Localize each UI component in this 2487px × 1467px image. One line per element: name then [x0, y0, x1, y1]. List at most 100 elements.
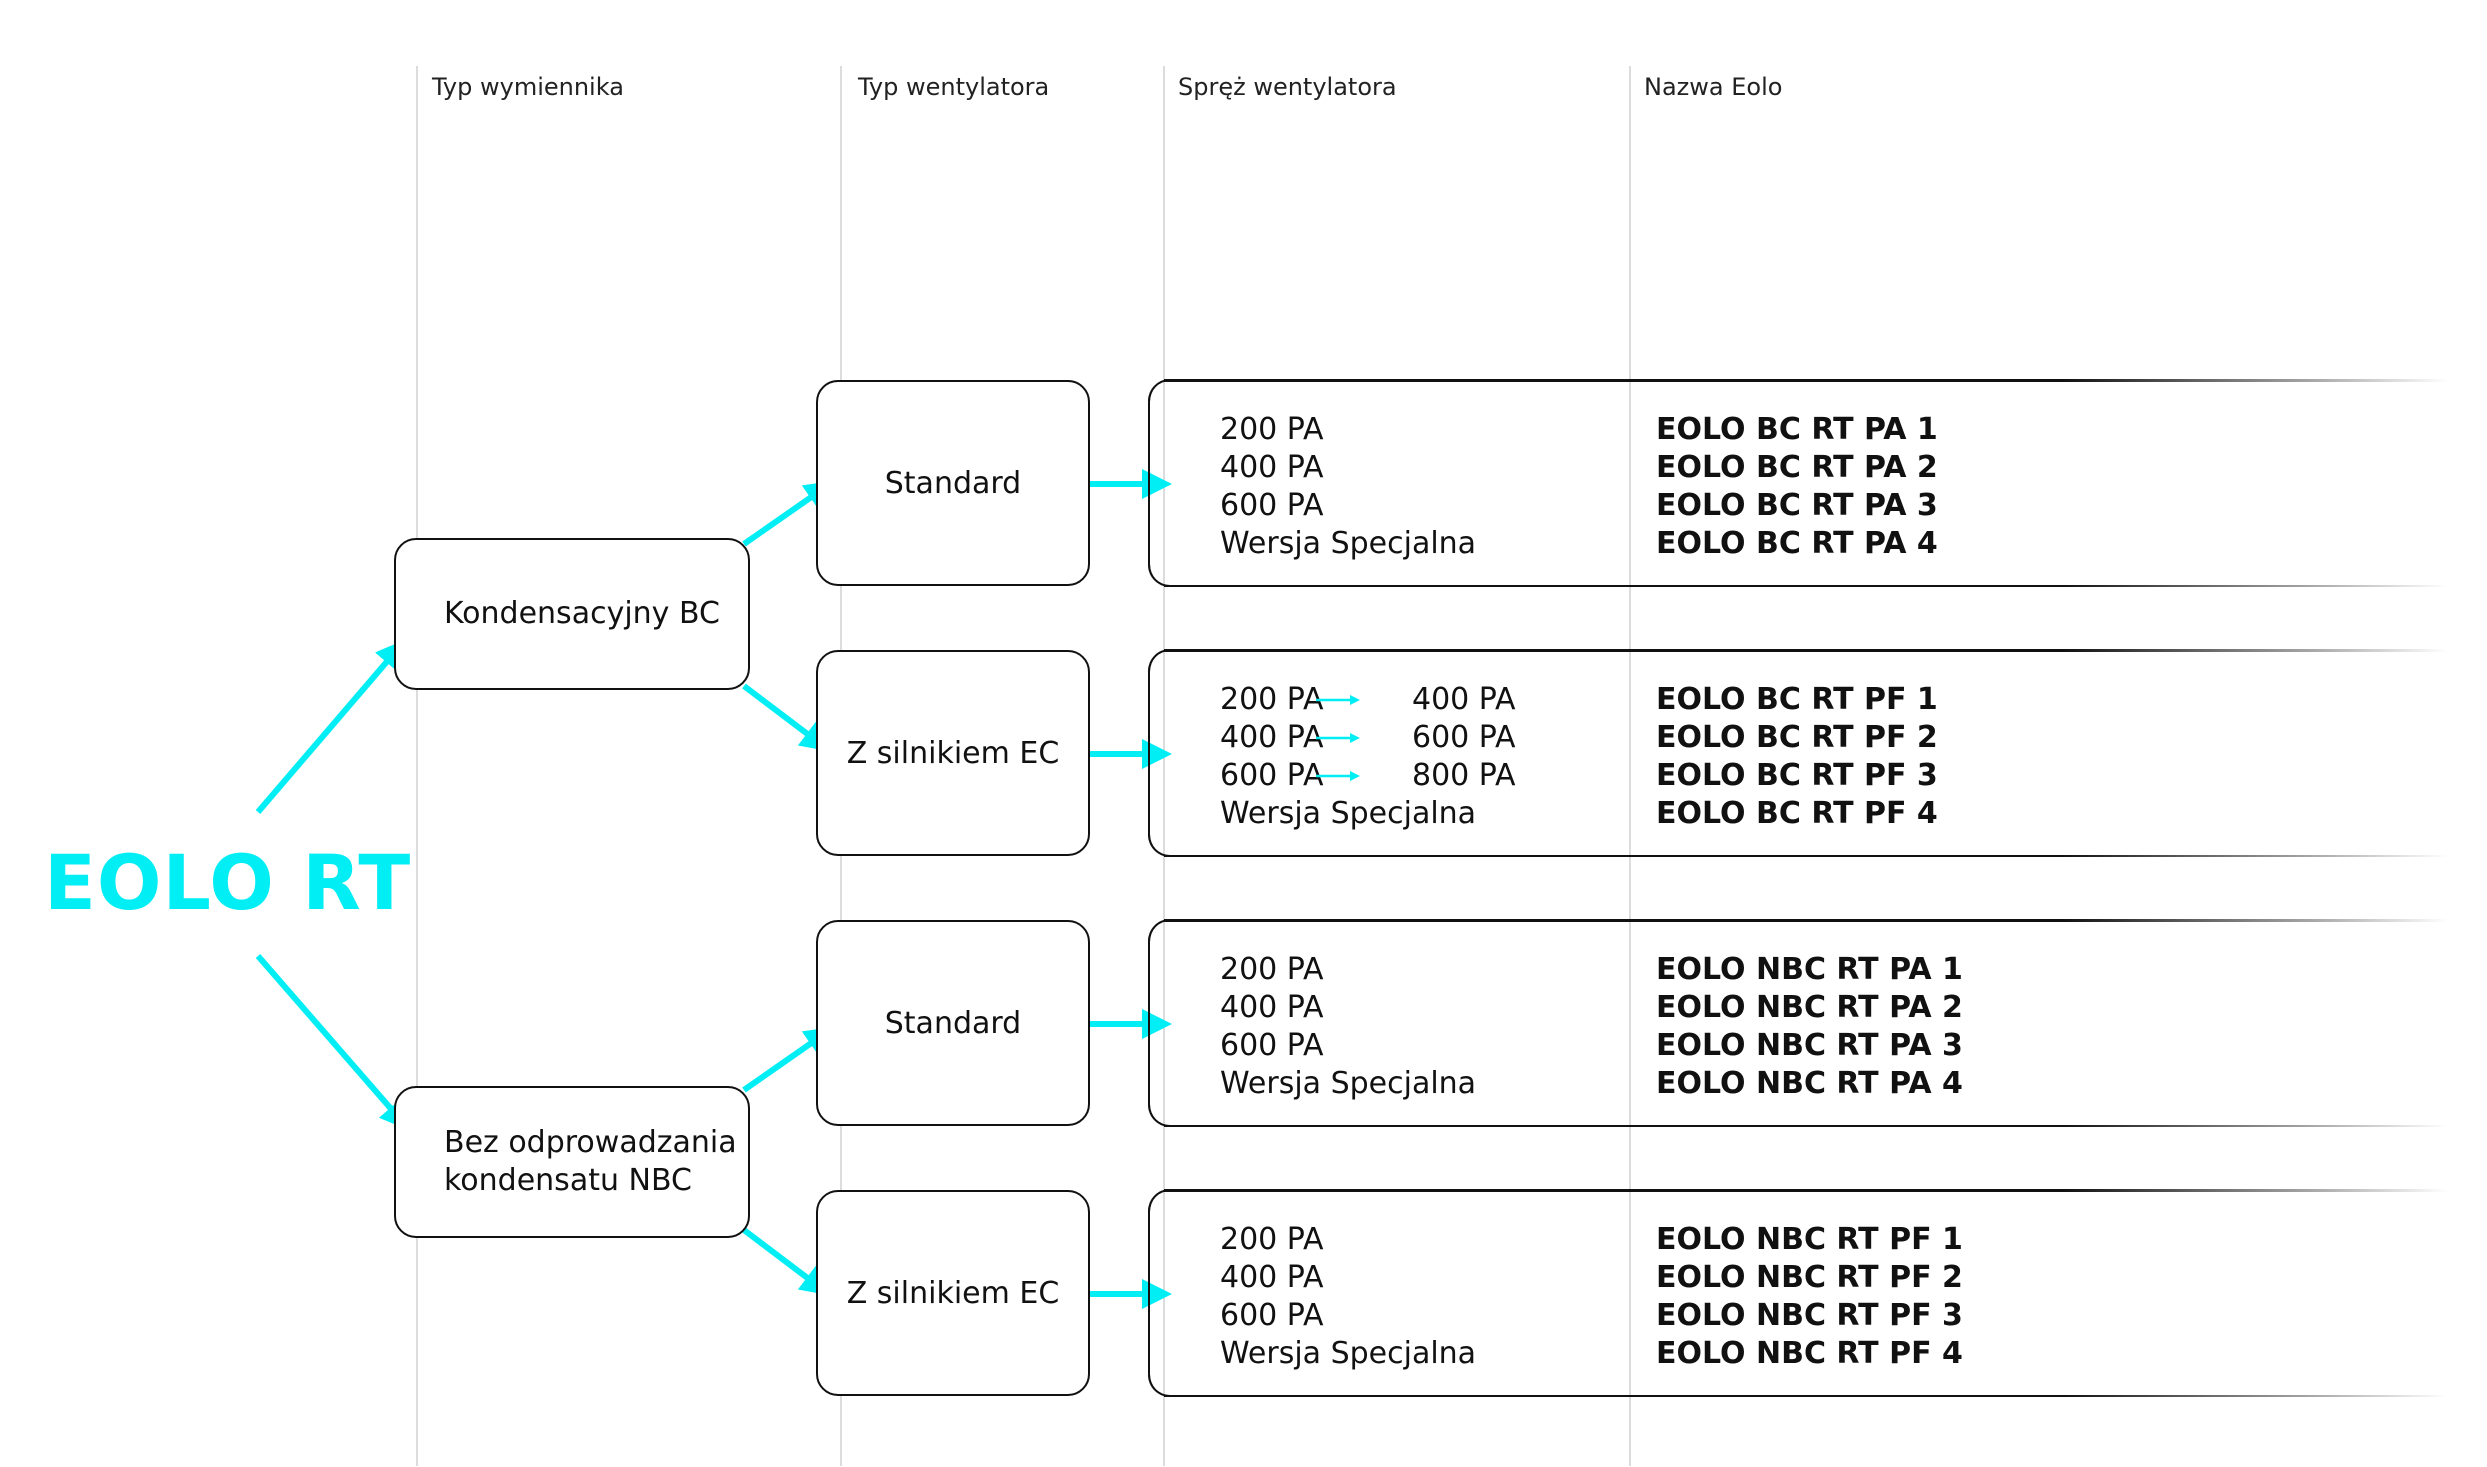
pressure-value: Wersja Specjalna [1220, 526, 1477, 561]
pressure-list: 200 PA 400 PA 400 PA 600 PA 600 PA 800 P… [1220, 681, 1516, 833]
root-title: EOLO RT [44, 838, 412, 927]
pressure-value: 400 PA [1220, 720, 1324, 755]
pressure-row: Wersja Specjalna [1220, 795, 1516, 833]
pressure-value: 600 PA [1220, 1028, 1324, 1063]
exchanger-label-line-1: Bez odprowadzania [444, 1125, 737, 1160]
model-name: EOLO BC RT PA 2 [1656, 450, 1938, 485]
pressure-to-value: 600 PA [1412, 720, 1516, 755]
model-panel-nbc-ec: 200 PA 400 PA 600 PA Wersja Specjalna EO… [1147, 1189, 2448, 1397]
model-name: EOLO NBC RT PA 4 [1656, 1066, 1963, 1101]
range-arrow-icon [1316, 681, 1412, 719]
pressure-to-value: 400 PA [1412, 682, 1516, 717]
exchanger-label: Kondensacyjny BC [444, 596, 720, 631]
model-name-list: EOLO BC RT PA 1 EOLO BC RT PA 2 EOLO BC … [1656, 411, 1938, 563]
panel-border [1164, 1189, 2448, 1192]
panel-border [1164, 854, 2448, 857]
range-arrow-icon [1316, 757, 1412, 795]
column-header-eolo-name: Nazwa Eolo [1644, 73, 1783, 101]
panel-border [1164, 919, 2448, 922]
pressure-row: 200 PA [1220, 1221, 1476, 1259]
pressure-value: Wersja Specjalna [1220, 796, 1477, 831]
pressure-row: 400 PA [1220, 449, 1476, 487]
arrow-nbc-to-standard [742, 1026, 835, 1093]
pressure-value: 400 PA [1220, 1260, 1324, 1295]
pressure-value: Wersja Specjalna [1220, 1066, 1477, 1101]
model-name: EOLO NBC RT PA 2 [1656, 990, 1963, 1025]
pressure-value: 600 PA [1220, 488, 1324, 523]
pressure-value: 200 PA [1220, 1222, 1324, 1257]
model-panel-bc-ec: 200 PA 400 PA 400 PA 600 PA 600 PA 800 P… [1147, 649, 2448, 857]
model-name-list: EOLO NBC RT PF 1 EOLO NBC RT PF 2 EOLO N… [1656, 1221, 1963, 1373]
exchanger-box-bc: Kondensacyjny BC [394, 538, 750, 690]
pressure-row: 200 PA [1220, 951, 1476, 989]
column-divider [416, 66, 418, 1466]
fan-box-standard: Standard [816, 920, 1090, 1126]
pressure-row: 400 PA [1220, 1259, 1476, 1297]
exchanger-box-nbc: Bez odprowadzania kondensatu NBC [394, 1086, 750, 1238]
column-header-exchanger-type: Typ wymiennika [432, 73, 624, 101]
pressure-row: 600 PA [1220, 1297, 1476, 1335]
model-name: EOLO NBC RT PF 1 [1656, 1222, 1963, 1257]
arrow-root-to-nbc [255, 954, 410, 1131]
pressure-row: Wersja Specjalna [1220, 1065, 1476, 1103]
pressure-list: 200 PA 400 PA 600 PA Wersja Specjalna [1220, 411, 1476, 563]
model-name: EOLO BC RT PA 3 [1656, 488, 1938, 523]
model-name-list: EOLO BC RT PF 1 EOLO BC RT PF 2 EOLO BC … [1656, 681, 1938, 833]
fan-label: Z silnikiem EC [846, 1275, 1060, 1311]
pressure-value: Wersja Specjalna [1220, 1336, 1477, 1371]
pressure-value: 200 PA [1220, 952, 1324, 987]
model-name: EOLO NBC RT PF 3 [1656, 1298, 1963, 1333]
pressure-list: 200 PA 400 PA 600 PA Wersja Specjalna [1220, 1221, 1476, 1373]
pressure-row: 600 PA [1220, 487, 1476, 525]
fan-box-standard: Standard [816, 380, 1090, 586]
pressure-value: 400 PA [1220, 990, 1324, 1025]
model-name-list: EOLO NBC RT PA 1 EOLO NBC RT PA 2 EOLO N… [1656, 951, 1963, 1103]
column-divider [1629, 66, 1631, 1466]
column-header-fan-type: Typ wentylatora [858, 73, 1050, 101]
model-name: EOLO BC RT PA 1 [1656, 412, 1938, 447]
pressure-row: 600 PA 800 PA [1220, 757, 1516, 795]
fan-label: Z silnikiem EC [846, 735, 1060, 771]
model-name: EOLO BC RT PF 3 [1656, 758, 1938, 793]
pressure-value: 600 PA [1220, 1298, 1324, 1333]
fan-box-ec: Z silnikiem EC [816, 1190, 1090, 1396]
model-name: EOLO NBC RT PA 1 [1656, 952, 1963, 987]
pressure-value: 400 PA [1220, 450, 1324, 485]
arrow-bc-to-standard [742, 480, 835, 547]
panel-border [1164, 584, 2448, 587]
fan-box-ec: Z silnikiem EC [816, 650, 1090, 856]
pressure-row: 600 PA [1220, 1027, 1476, 1065]
model-name: EOLO NBC RT PF 2 [1656, 1260, 1963, 1295]
pressure-to-value: 800 PA [1412, 758, 1516, 793]
pressure-row: 400 PA [1220, 989, 1476, 1027]
range-arrow-icon [1316, 719, 1412, 757]
arrow-nbc-to-ec [742, 1227, 831, 1296]
pressure-row: 200 PA [1220, 411, 1476, 449]
pressure-value: 200 PA [1220, 682, 1324, 717]
model-panel-nbc-standard: 200 PA 400 PA 600 PA Wersja Specjalna EO… [1147, 919, 2448, 1127]
panel-border [1164, 1394, 2448, 1397]
arrow-root-to-bc [255, 639, 406, 814]
model-name: EOLO BC RT PF 2 [1656, 720, 1938, 755]
panel-border [1164, 1124, 2448, 1127]
pressure-value: 600 PA [1220, 758, 1324, 793]
pressure-row: 200 PA 400 PA [1220, 681, 1516, 719]
fan-label: Standard [884, 465, 1022, 501]
pressure-value: 200 PA [1220, 412, 1324, 447]
pressure-list: 200 PA 400 PA 600 PA Wersja Specjalna [1220, 951, 1476, 1103]
fan-label: Standard [884, 1005, 1022, 1041]
arrow-bc-to-ec [742, 683, 831, 752]
exchanger-label-line-2: kondensatu NBC [444, 1163, 692, 1198]
panel-border [1164, 379, 2448, 382]
column-header-fan-pressure: Spręż wentylatora [1178, 73, 1397, 101]
panel-border [1164, 649, 2448, 652]
model-name: EOLO NBC RT PF 4 [1656, 1336, 1963, 1371]
model-name: EOLO BC RT PF 1 [1656, 682, 1938, 717]
pressure-row: Wersja Specjalna [1220, 525, 1476, 563]
pressure-row: Wersja Specjalna [1220, 1335, 1476, 1373]
model-name: EOLO BC RT PA 4 [1656, 526, 1938, 561]
model-name: EOLO NBC RT PA 3 [1656, 1028, 1963, 1063]
pressure-row: 400 PA 600 PA [1220, 719, 1516, 757]
